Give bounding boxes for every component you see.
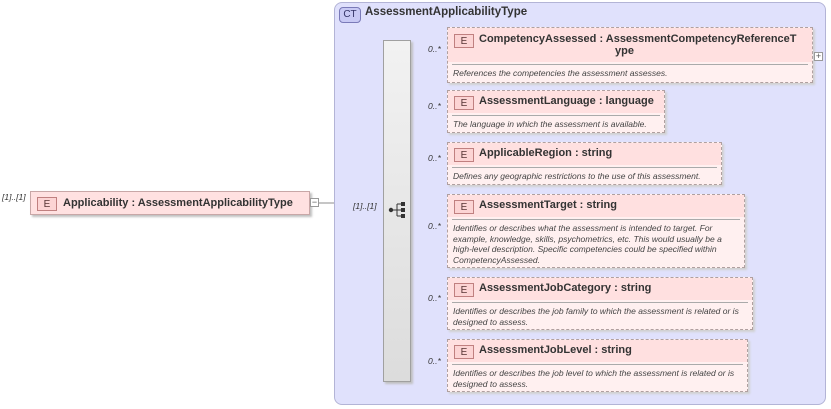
element-multiplicity: 0..* <box>428 356 441 366</box>
sequence-icon <box>388 202 405 218</box>
element-label: AssessmentJobLevel : string <box>479 344 632 356</box>
element-label: AssessmentJobCategory : string <box>479 282 652 294</box>
expand-toggle-icon[interactable]: + <box>814 51 823 61</box>
root-multiplicity: [1]..[1] <box>2 192 26 202</box>
complex-type-badge: CT <box>339 7 361 23</box>
element-assessment-language[interactable]: E AssessmentLanguage : language The lang… <box>447 90 665 133</box>
root-element-applicability[interactable]: E Applicability : AssessmentApplicabilit… <box>30 191 310 215</box>
element-badge: E <box>454 34 474 48</box>
element-badge: E <box>454 200 474 214</box>
element-badge: E <box>454 283 474 297</box>
element-label: CompetencyAssessed : AssessmentCompetenc… <box>479 33 797 45</box>
element-multiplicity: 0..* <box>428 221 441 231</box>
element-label: AssessmentTarget : string <box>479 199 617 211</box>
element-description: Defines any geographic restrictions to t… <box>453 171 701 181</box>
element-multiplicity: 0..* <box>428 101 441 111</box>
element-badge: E <box>454 345 474 359</box>
element-competency-assessed[interactable]: E CompetencyAssessed : AssessmentCompete… <box>447 27 813 83</box>
element-multiplicity: 0..* <box>428 44 441 54</box>
collapse-toggle-icon[interactable]: − <box>310 197 319 207</box>
element-assessment-job-category[interactable]: E AssessmentJobCategory : string Identif… <box>447 277 753 330</box>
element-assessment-target[interactable]: E AssessmentTarget : string Identifies o… <box>447 194 745 268</box>
element-description: The language in which the assessment is … <box>453 119 647 129</box>
element-multiplicity: 0..* <box>428 293 441 303</box>
element-applicable-region[interactable]: E ApplicableRegion : string Defines any … <box>447 142 722 185</box>
root-element-label: Applicability : AssessmentApplicabilityT… <box>63 197 293 209</box>
element-label: ApplicableRegion : string <box>479 147 613 159</box>
element-assessment-job-level[interactable]: E AssessmentJobLevel : string Identifies… <box>447 339 748 392</box>
element-description: Identifies or describes the job level to… <box>453 368 735 389</box>
element-description: Identifies or describes what the assessm… <box>453 223 722 265</box>
element-badge: E <box>37 197 57 211</box>
element-badge: E <box>454 148 474 162</box>
element-description: Identifies or describes the job family t… <box>453 306 739 327</box>
element-badge: E <box>454 96 474 110</box>
element-multiplicity: 0..* <box>428 153 441 163</box>
sequence-multiplicity: [1]..[1] <box>353 201 377 211</box>
element-description: References the competencies the assessme… <box>453 68 668 78</box>
element-label: AssessmentLanguage : language <box>479 95 654 107</box>
element-label-continued: ype <box>615 45 634 57</box>
complex-type-title: AssessmentApplicabilityType <box>365 6 528 18</box>
